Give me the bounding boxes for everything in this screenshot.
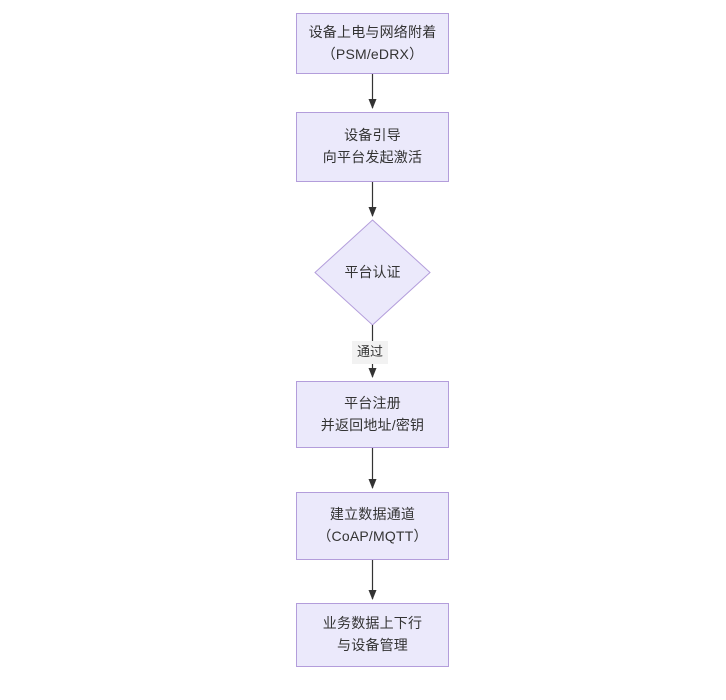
node-data-channel-line2: （CoAP/MQTT）	[317, 528, 428, 544]
node-platform-auth[interactable]: 平台认证	[315, 220, 430, 325]
node-data-channel-line1: 建立数据通道	[329, 506, 416, 523]
node-service-data[interactable]: 业务数据上下行 与设备管理	[296, 603, 449, 667]
node-bootstrap-line2: 向平台发起激活	[322, 149, 423, 165]
edge-label-pass: 通过	[352, 341, 389, 365]
node-platform-auth-line1: 平台认证	[344, 263, 401, 280]
node-service-data-line1: 业务数据上下行	[322, 615, 423, 632]
node-data-channel[interactable]: 建立数据通道 （CoAP/MQTT）	[296, 492, 449, 560]
node-platform-register-line1: 平台注册	[344, 394, 401, 411]
node-power-on[interactable]: 设备上电与网络附着 （PSM/eDRX）	[296, 13, 449, 74]
node-power-on-line1: 设备上电与网络附着	[308, 23, 437, 40]
node-platform-register[interactable]: 平台注册 并返回地址/密钥	[296, 381, 449, 448]
node-platform-register-line2: 并返回地址/密钥	[320, 416, 425, 433]
node-service-data-line2: 与设备管理	[337, 637, 408, 653]
node-bootstrap-line1: 设备引导	[344, 127, 401, 144]
node-bootstrap[interactable]: 设备引导 向平台发起激活	[296, 112, 449, 182]
node-power-on-line2: （PSM/eDRX）	[321, 45, 424, 62]
edge-label-pass-text: 通过	[357, 344, 384, 359]
